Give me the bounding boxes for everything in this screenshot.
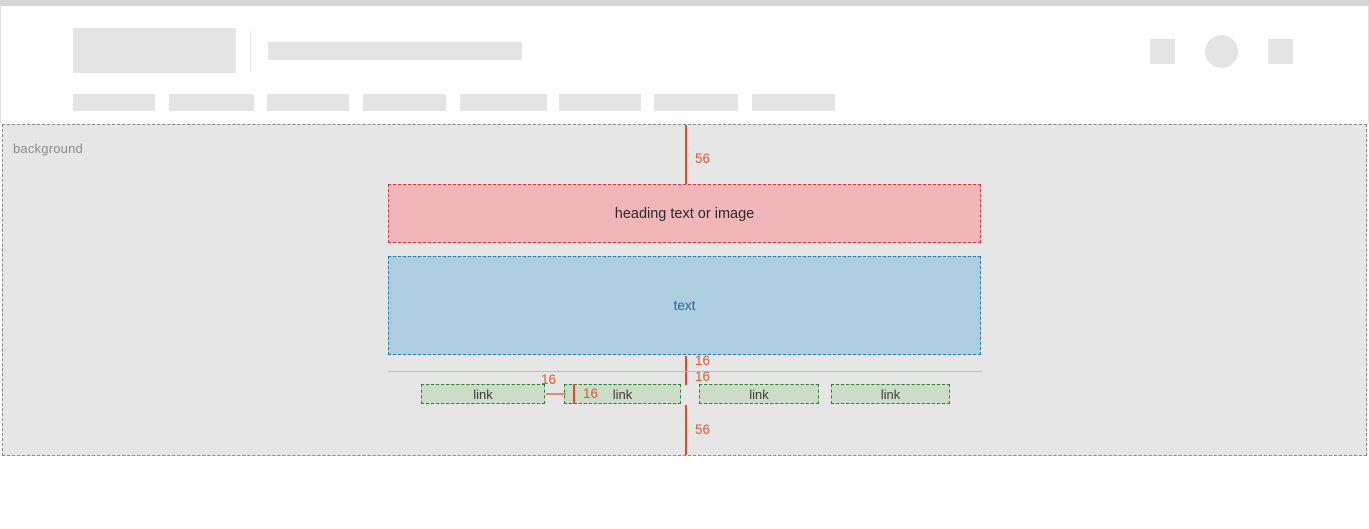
page-footer-whitespace bbox=[0, 457, 1369, 529]
background-region-label: background bbox=[13, 141, 83, 156]
link-2[interactable]: link bbox=[564, 384, 681, 404]
nav-placeholder-3[interactable] bbox=[267, 94, 349, 111]
nav-placeholder-5[interactable] bbox=[460, 94, 547, 111]
utility-square-right-icon[interactable] bbox=[1268, 39, 1293, 64]
utility-square-left-icon[interactable] bbox=[1150, 39, 1175, 64]
browser-chrome-strip bbox=[0, 0, 1369, 6]
measure-bottom-56-label: 56 bbox=[695, 422, 711, 437]
nav-placeholder-6[interactable] bbox=[559, 94, 641, 111]
heading-block-label: heading text or image bbox=[614, 205, 755, 222]
text-block-label: text bbox=[673, 298, 696, 313]
link-2-label: link bbox=[612, 386, 633, 402]
link-1[interactable]: link bbox=[421, 384, 545, 404]
heading-block: heading text or image bbox=[388, 184, 981, 243]
nav-placeholder-2[interactable] bbox=[169, 94, 254, 111]
nav-placeholder-1[interactable] bbox=[73, 94, 155, 111]
header-divider bbox=[250, 31, 251, 72]
nav-placeholder-4[interactable] bbox=[363, 94, 446, 111]
utility-avatar-icon[interactable] bbox=[1205, 35, 1238, 68]
measure-link-right-16-line bbox=[573, 384, 575, 404]
measure-link-gap-16-label: 16 bbox=[541, 372, 557, 387]
measure-link-right-16-label: 16 bbox=[583, 386, 599, 401]
measure-rule-to-links-16-label: 16 bbox=[695, 369, 711, 384]
link-1-label: link bbox=[473, 386, 493, 402]
background-region: background 56 heading text or image text… bbox=[2, 124, 1367, 456]
measure-link-gap-16-line bbox=[546, 393, 566, 395]
horizontal-rule bbox=[388, 371, 982, 372]
link-4[interactable]: link bbox=[831, 384, 950, 404]
measure-top-56-label: 56 bbox=[695, 151, 711, 166]
link-3[interactable]: link bbox=[699, 384, 819, 404]
measure-top-56-line bbox=[685, 125, 687, 184]
measure-text-to-rule-16-line bbox=[685, 356, 687, 371]
links-row: link link link link bbox=[388, 384, 982, 404]
measure-rule-to-links-16-line bbox=[685, 372, 687, 385]
text-block: text bbox=[388, 256, 981, 355]
link-3-label: link bbox=[749, 386, 769, 402]
nav-placeholder-7[interactable] bbox=[654, 94, 738, 111]
logo-placeholder[interactable] bbox=[73, 28, 236, 73]
site-header bbox=[0, 6, 1369, 123]
primary-navigation bbox=[1, 88, 1369, 118]
measure-bottom-56-line bbox=[685, 405, 687, 455]
measure-text-to-rule-16-label: 16 bbox=[695, 353, 711, 368]
link-4-label: link bbox=[880, 386, 901, 402]
nav-placeholder-8[interactable] bbox=[752, 94, 835, 111]
tagline-placeholder bbox=[268, 42, 522, 60]
